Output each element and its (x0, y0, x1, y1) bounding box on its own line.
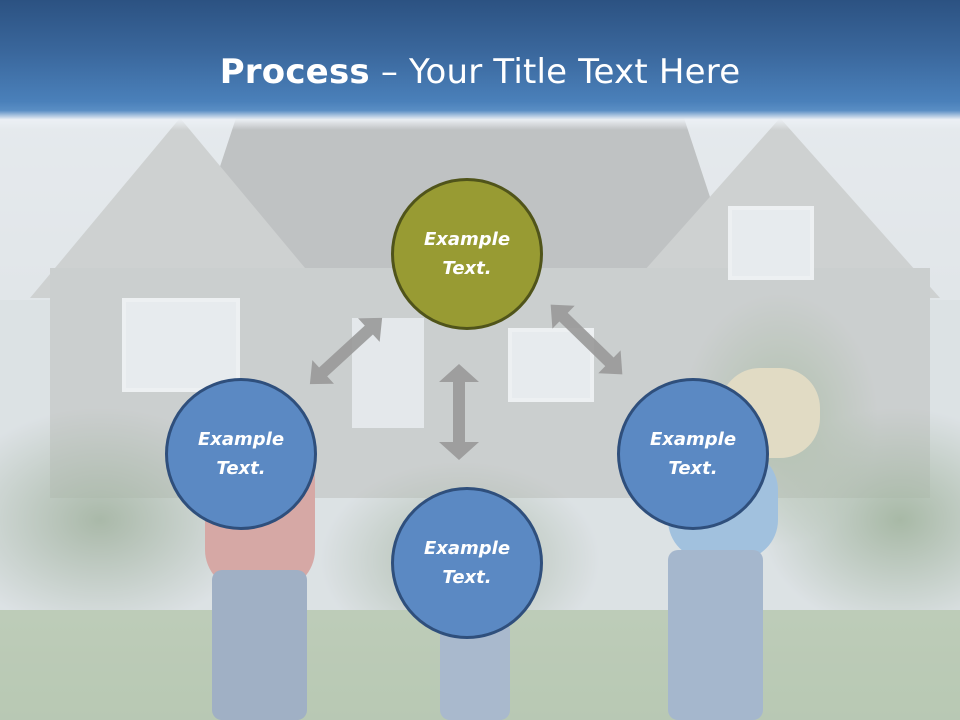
node-label: Example Text. (423, 538, 511, 588)
node-label: Example Text. (423, 229, 511, 279)
node-label: Example Text. (197, 429, 285, 479)
process-node-top[interactable]: Example Text. (391, 178, 543, 330)
process-node-bottom[interactable]: Example Text. (391, 487, 543, 639)
process-node-right[interactable]: Example Text. (617, 378, 769, 530)
node-label: Example Text. (649, 429, 737, 479)
process-node-left[interactable]: Example Text. (165, 378, 317, 530)
title-rest-part: – Your Title Text Here (369, 52, 741, 92)
slide-title[interactable]: Process – Your Title Text Here (0, 52, 960, 92)
title-bold-part: Process (219, 52, 370, 92)
title-bar: Process – Your Title Text Here (0, 0, 960, 130)
